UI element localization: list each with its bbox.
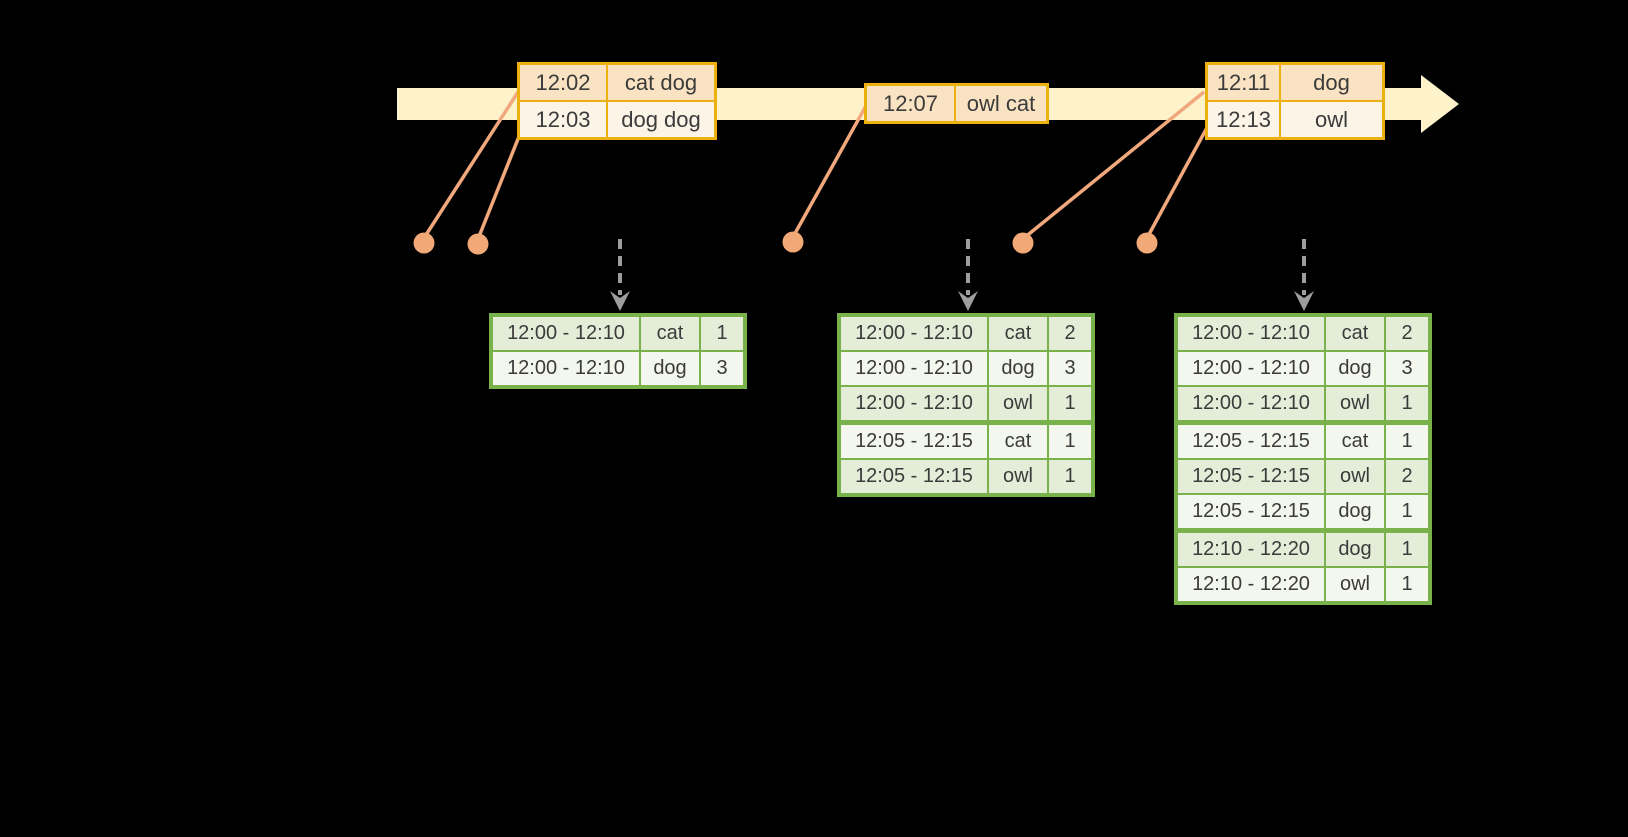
event-time: 12:03 bbox=[517, 100, 608, 140]
result-row: 12:05 - 12:15 dog 1 bbox=[1175, 493, 1431, 532]
event-connector-line bbox=[1022, 90, 1206, 240]
event-time: 12:07 bbox=[864, 83, 956, 124]
result-row: 12:00 - 12:10 owl 1 bbox=[838, 385, 1094, 424]
result-row: 12:05 - 12:15 owl 1 bbox=[838, 458, 1094, 496]
event-connector-line bbox=[476, 128, 524, 240]
event-connector-line bbox=[791, 103, 869, 238]
result-window: 12:10 - 12:20 bbox=[1175, 528, 1326, 568]
result-count: 3 bbox=[1047, 350, 1094, 387]
result-window: 12:00 - 12:10 bbox=[1175, 350, 1326, 387]
event-time: 12:02 bbox=[517, 62, 608, 102]
result-row: 12:05 - 12:15 cat 1 bbox=[1175, 420, 1431, 460]
result-table-1: 12:00 - 12:10 cat 1 12:00 - 12:10 dog 3 bbox=[489, 313, 747, 389]
event-table-2: 12:07 owl cat bbox=[864, 83, 1049, 124]
result-count: 1 bbox=[1384, 566, 1431, 604]
result-window: 12:00 - 12:10 bbox=[838, 385, 989, 424]
result-count: 1 bbox=[699, 314, 746, 352]
event-table-3: 12:11 dog 12:13 owl bbox=[1205, 62, 1385, 140]
event-words: dog bbox=[1279, 62, 1385, 102]
result-count: 1 bbox=[1047, 385, 1094, 424]
event-row: 12:11 dog bbox=[1205, 62, 1385, 102]
event-dot bbox=[1136, 232, 1158, 254]
event-words: dog dog bbox=[606, 100, 717, 140]
result-row: 12:00 - 12:10 cat 1 bbox=[490, 314, 746, 352]
result-word: dog bbox=[1324, 528, 1386, 568]
event-words: owl cat bbox=[954, 83, 1049, 124]
event-connector-line bbox=[1145, 123, 1211, 239]
trigger-arrows bbox=[610, 239, 1314, 311]
event-row: 12:07 owl cat bbox=[864, 83, 1049, 124]
result-count: 1 bbox=[1047, 420, 1094, 460]
result-window: 12:05 - 12:15 bbox=[1175, 420, 1326, 460]
result-row: 12:05 - 12:15 cat 1 bbox=[838, 420, 1094, 460]
event-time: 12:11 bbox=[1205, 62, 1281, 102]
result-word: dog bbox=[639, 350, 701, 388]
event-words: owl bbox=[1279, 100, 1385, 140]
result-word: cat bbox=[1324, 314, 1386, 352]
result-window: 12:00 - 12:10 bbox=[838, 314, 989, 352]
result-word: dog bbox=[1324, 493, 1386, 532]
result-table-3: 12:00 - 12:10 cat 2 12:00 - 12:10 dog 3 … bbox=[1174, 313, 1432, 605]
event-row: 12:03 dog dog bbox=[517, 100, 717, 140]
result-window: 12:00 - 12:10 bbox=[1175, 385, 1326, 424]
result-window: 12:05 - 12:15 bbox=[838, 420, 989, 460]
event-time: 12:13 bbox=[1205, 100, 1281, 140]
result-window: 12:00 - 12:10 bbox=[838, 350, 989, 387]
result-table-2: 12:00 - 12:10 cat 2 12:00 - 12:10 dog 3 … bbox=[837, 313, 1095, 497]
trigger-arrow-icon bbox=[610, 291, 630, 311]
result-count: 1 bbox=[1047, 458, 1094, 496]
result-window: 12:10 - 12:20 bbox=[1175, 566, 1326, 604]
result-count: 1 bbox=[1384, 385, 1431, 424]
result-row: 12:00 - 12:10 cat 2 bbox=[838, 314, 1094, 352]
result-window: 12:05 - 12:15 bbox=[1175, 493, 1326, 532]
result-word: dog bbox=[1324, 350, 1386, 387]
result-window: 12:00 - 12:10 bbox=[1175, 314, 1326, 352]
result-row: 12:00 - 12:10 dog 3 bbox=[490, 350, 746, 388]
event-dots bbox=[413, 231, 1158, 255]
result-word: cat bbox=[639, 314, 701, 352]
result-word: cat bbox=[1324, 420, 1386, 460]
event-connector-lines bbox=[422, 88, 1211, 240]
result-count: 2 bbox=[1047, 314, 1094, 352]
result-row: 12:00 - 12:10 cat 2 bbox=[1175, 314, 1431, 352]
event-dot bbox=[467, 233, 489, 255]
result-word: owl bbox=[1324, 566, 1386, 604]
result-count: 3 bbox=[699, 350, 746, 388]
result-count: 2 bbox=[1384, 458, 1431, 495]
result-word: dog bbox=[987, 350, 1049, 387]
event-words: cat dog bbox=[606, 62, 717, 102]
event-dot bbox=[1012, 232, 1034, 254]
result-word: owl bbox=[987, 458, 1049, 496]
result-word: cat bbox=[987, 314, 1049, 352]
trigger-arrow-icon bbox=[1294, 291, 1314, 311]
result-word: owl bbox=[987, 385, 1049, 424]
result-count: 1 bbox=[1384, 528, 1431, 568]
result-word: owl bbox=[1324, 385, 1386, 424]
event-dot bbox=[413, 232, 435, 254]
event-table-1: 12:02 cat dog 12:03 dog dog bbox=[517, 62, 717, 140]
event-row: 12:02 cat dog bbox=[517, 62, 717, 102]
result-word: cat bbox=[987, 420, 1049, 460]
result-word: owl bbox=[1324, 458, 1386, 495]
result-row: 12:00 - 12:10 dog 3 bbox=[838, 350, 1094, 387]
result-row: 12:10 - 12:20 dog 1 bbox=[1175, 528, 1431, 568]
result-row: 12:10 - 12:20 owl 1 bbox=[1175, 566, 1431, 604]
result-window: 12:00 - 12:10 bbox=[490, 350, 641, 388]
result-count: 1 bbox=[1384, 493, 1431, 532]
timeline-arrowhead-icon bbox=[1421, 75, 1459, 133]
result-count: 2 bbox=[1384, 314, 1431, 352]
result-count: 3 bbox=[1384, 350, 1431, 387]
result-row: 12:00 - 12:10 owl 1 bbox=[1175, 385, 1431, 424]
result-row: 12:00 - 12:10 dog 3 bbox=[1175, 350, 1431, 387]
result-window: 12:05 - 12:15 bbox=[1175, 458, 1326, 495]
result-count: 1 bbox=[1384, 420, 1431, 460]
event-dot bbox=[782, 231, 804, 253]
event-row: 12:13 owl bbox=[1205, 100, 1385, 140]
trigger-arrow-icon bbox=[958, 291, 978, 311]
result-window: 12:05 - 12:15 bbox=[838, 458, 989, 496]
result-window: 12:00 - 12:10 bbox=[490, 314, 641, 352]
event-connector-line bbox=[422, 88, 522, 239]
result-row: 12:05 - 12:15 owl 2 bbox=[1175, 458, 1431, 495]
